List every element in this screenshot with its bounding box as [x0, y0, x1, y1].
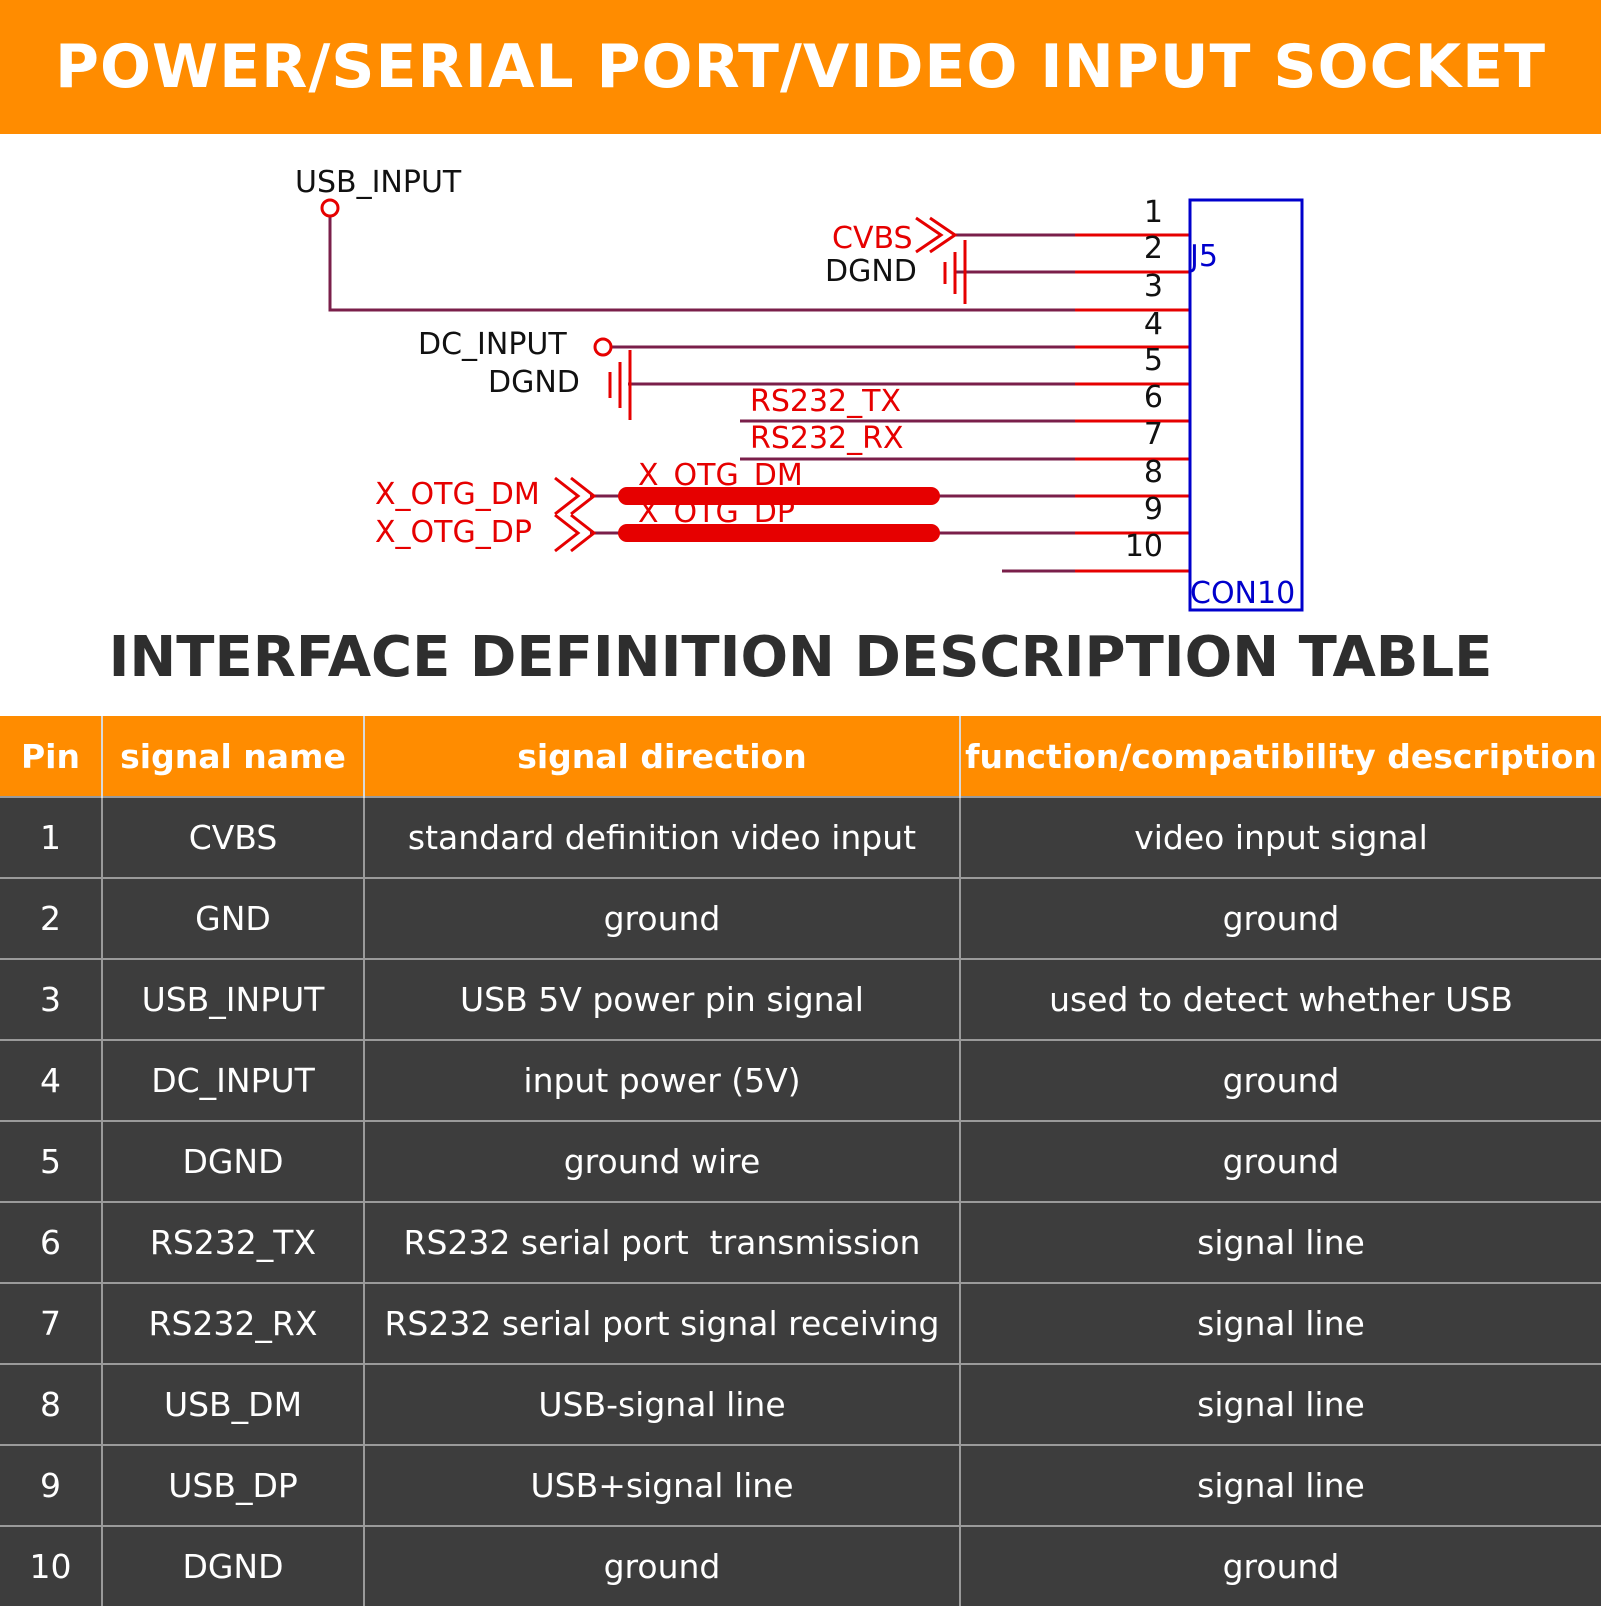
cell-signal-direction: ground [364, 877, 961, 959]
net-label-dc-input: DC_INPUT [418, 327, 567, 362]
dc-input-terminal-icon [593, 337, 613, 357]
header-signal-direction: signal direction [364, 716, 961, 797]
pin-number: 6 [1144, 380, 1163, 415]
net-label-dgnd-mid: DGND [488, 365, 580, 400]
cell-function: video input signal [960, 796, 1601, 878]
cell-pin: 5 [0, 1120, 103, 1202]
ground-icon [608, 350, 632, 420]
pin-number: 3 [1144, 269, 1163, 304]
cell-signal-direction: ground wire [364, 1120, 961, 1202]
cell-signal-name: USB_DP [102, 1444, 365, 1526]
cvbs-port-icon-inner [915, 216, 944, 254]
cvbs-port-icon [929, 216, 958, 254]
cell-function: signal line [960, 1363, 1601, 1445]
cell-signal-direction: standard definition video input [364, 796, 961, 878]
usb-input-terminal-icon [320, 198, 340, 218]
cell-signal-direction: input power (5V) [364, 1039, 961, 1121]
page-title: POWER/SERIAL PORT/VIDEO INPUT SOCKET [54, 32, 1547, 102]
cell-function: ground [960, 877, 1601, 959]
cell-signal-direction: ground [364, 1525, 961, 1606]
cell-signal-name: DGND [102, 1120, 365, 1202]
net-label-otg-dp: X_OTG_DP [375, 515, 532, 550]
header-pin: Pin [0, 716, 103, 797]
cell-function: signal line [960, 1201, 1601, 1283]
cell-pin: 6 [0, 1201, 103, 1283]
net-label-otg-dm: X_OTG_DM [375, 477, 540, 512]
cell-signal-name: DGND [102, 1525, 365, 1606]
pin-numbers: 1 2 3 4 5 6 7 8 9 10 [1125, 195, 1163, 564]
pin-number: 5 [1144, 343, 1163, 378]
net-label-rs232-rx: RS232_RX [750, 421, 904, 456]
cell-signal-direction: USB+signal line [364, 1444, 961, 1526]
cell-pin: 7 [0, 1282, 103, 1364]
ground-icon [943, 240, 967, 304]
table-title: INTERFACE DEFINITION DESCRIPTION TABLE [108, 625, 1493, 690]
connector-schematic: J5 CON10 1 2 3 4 5 6 7 8 9 10 USB_INPUT … [295, 165, 1304, 612]
cell-pin: 3 [0, 958, 103, 1040]
interface-table: Pin signal name signal direction functio… [0, 716, 1601, 1606]
wire-usb-input [328, 215, 1075, 312]
cell-signal-name: GND [102, 877, 365, 959]
cell-signal-name: DC_INPUT [102, 1039, 365, 1121]
header-function-description: function/compatibility description [960, 716, 1601, 797]
cell-pin: 10 [0, 1525, 103, 1606]
cell-pin: 4 [0, 1039, 103, 1121]
pin-number: 9 [1144, 492, 1163, 527]
cell-function: ground [960, 1120, 1601, 1202]
cell-signal-name: RS232_RX [102, 1282, 365, 1364]
cell-pin: 1 [0, 796, 103, 878]
pin-number: 2 [1144, 231, 1163, 266]
otg-port-icon [554, 476, 597, 553]
connector-type-label: CON10 [1190, 576, 1295, 611]
cell-function: used to detect whether USB [960, 958, 1601, 1040]
cell-function: ground [960, 1525, 1601, 1606]
cell-signal-direction: RS232 serial port signal receiving [364, 1282, 961, 1364]
connector-ref-label: J5 [1188, 239, 1218, 274]
net-label-cvbs: CVBS [832, 221, 913, 256]
otg-dp-bus [618, 524, 940, 542]
cell-pin: 8 [0, 1363, 103, 1445]
net-label-dgnd-top: DGND [825, 254, 917, 289]
net-label-rs232-tx: RS232_TX [750, 384, 901, 419]
cell-function: signal line [960, 1444, 1601, 1526]
cell-signal-direction: USB 5V power pin signal [364, 958, 961, 1040]
pin-stubs [1075, 233, 1190, 573]
net-label-usb-input: USB_INPUT [295, 165, 462, 200]
net-label-otg-dp-bus: X_OTG_DP [638, 495, 795, 530]
cell-pin: 9 [0, 1444, 103, 1526]
cell-pin: 2 [0, 877, 103, 959]
cell-function: ground [960, 1039, 1601, 1121]
cell-signal-name: CVBS [102, 796, 365, 878]
table-header-row: Pin signal name signal direction functio… [0, 716, 1601, 797]
pin-number: 7 [1144, 417, 1163, 452]
title-banner: POWER/SERIAL PORT/VIDEO INPUT SOCKET [0, 0, 1601, 134]
net-label-otg-dm-bus: X_OTG_DM [638, 458, 803, 493]
pin-number: 8 [1144, 455, 1163, 490]
cell-signal-direction: USB-signal line [364, 1363, 961, 1445]
cell-function: signal line [960, 1282, 1601, 1364]
pin-number: 10 [1125, 529, 1163, 564]
cell-signal-name: RS232_TX [102, 1201, 365, 1283]
header-signal-name: signal name [102, 716, 365, 797]
cell-signal-direction: RS232 serial port transmission [364, 1201, 961, 1283]
pin-number: 4 [1144, 307, 1163, 342]
cell-signal-name: USB_INPUT [102, 958, 365, 1040]
pin-number: 1 [1144, 195, 1163, 230]
connector-body [1188, 198, 1304, 612]
otg-dm-bus [618, 487, 940, 505]
cell-signal-name: USB_DM [102, 1363, 365, 1445]
